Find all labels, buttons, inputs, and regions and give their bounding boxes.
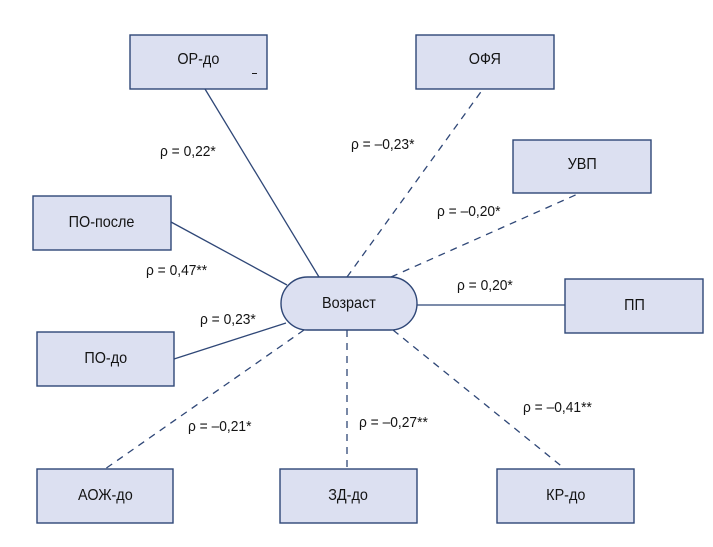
node-label-ofya: ОФЯ	[468, 51, 502, 68]
node-box-or-do	[129, 34, 268, 90]
node-box-aozh-do	[36, 468, 174, 524]
node-label-or-do: ОР-до	[177, 51, 220, 68]
node-label-po-do: ПО-до	[84, 350, 127, 367]
node-box-uvp	[512, 139, 652, 194]
edge-label-aozh-do: ρ = –0,21*	[188, 418, 252, 435]
edge-ofya	[346, 88, 484, 278]
edge-label-ofya: ρ = –0,23*	[351, 136, 415, 153]
center-node-oval	[280, 276, 418, 331]
nodes-layer	[32, 34, 704, 524]
edge-label-zd-do: ρ = –0,27**	[359, 414, 428, 431]
node-label-aozh-do: АОЖ-до	[77, 487, 133, 504]
edge-label-po-do: ρ = 0,23*	[200, 311, 256, 328]
edge-aozh-do	[104, 329, 305, 470]
edge-label-pp: ρ = 0,20*	[457, 277, 513, 294]
edge-kr-do	[392, 329, 566, 470]
node-box-ofya	[415, 34, 555, 90]
node-box-zd-do	[279, 468, 418, 524]
node-box-pp	[564, 278, 704, 334]
node-label-po-posle: ПО-после	[69, 214, 135, 231]
edge-label-kr-do: ρ = –0,41**	[523, 399, 592, 416]
edges-layer	[104, 88, 581, 470]
stray-dash-mark	[252, 73, 257, 74]
node-label-pp: ПП	[623, 297, 645, 314]
node-label-kr-do: КР-до	[545, 487, 586, 504]
edge-label-uvp: ρ = –0,20*	[437, 203, 501, 220]
edge-po-do	[173, 322, 287, 360]
node-box-po-do	[36, 331, 175, 387]
node-label-uvp: УВП	[567, 156, 597, 173]
edge-uvp	[390, 192, 581, 278]
center-node-label: Возраст	[322, 294, 376, 312]
node-label-zd-do: ЗД-до	[328, 487, 369, 504]
node-box-kr-do	[496, 468, 635, 524]
node-box-po-posle	[32, 195, 172, 251]
edge-or-do	[204, 88, 320, 278]
edge-po-posle	[170, 221, 288, 286]
edge-label-po-posle: ρ = 0,47**	[146, 262, 208, 279]
edge-label-or-do: ρ = 0,22*	[160, 143, 216, 160]
